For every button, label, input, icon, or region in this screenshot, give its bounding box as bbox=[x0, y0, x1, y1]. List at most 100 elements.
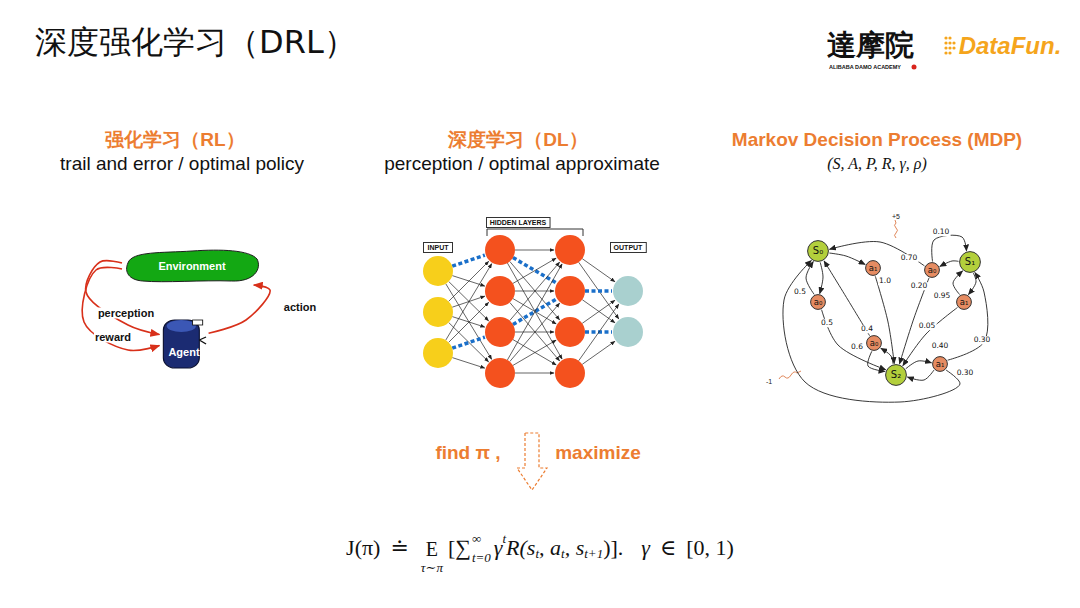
probability-label: 0.95 bbox=[933, 292, 952, 300]
formula-part: t bbox=[535, 546, 539, 562]
node-label: Agent bbox=[168, 347, 199, 358]
reward-squiggle bbox=[895, 220, 898, 238]
transition-arrow bbox=[906, 361, 932, 369]
transition-arrow bbox=[903, 307, 958, 365]
layer-tag: OUTPUT bbox=[610, 242, 647, 253]
node-label: a₀ bbox=[870, 339, 879, 348]
formula-part: τ∼π bbox=[421, 561, 443, 574]
probability-label: 0.30 bbox=[973, 336, 992, 344]
transition-arrow bbox=[829, 253, 865, 265]
probability-label: 0.30 bbox=[956, 369, 975, 377]
action-circle bbox=[867, 336, 882, 351]
formula-part: ∈ bbox=[660, 535, 676, 561]
network-link bbox=[446, 284, 492, 360]
network-link bbox=[452, 358, 484, 368]
neural-network bbox=[423, 235, 643, 388]
neuron bbox=[423, 338, 453, 368]
node-label: Environment bbox=[158, 261, 225, 272]
action-circle bbox=[933, 357, 948, 372]
weighted-link bbox=[452, 255, 485, 266]
logo-seal bbox=[912, 65, 917, 70]
action-circle bbox=[957, 295, 972, 310]
action-circle: a₁ bbox=[865, 260, 881, 276]
network-link bbox=[513, 258, 556, 283]
probability-label: 0.05 bbox=[918, 322, 937, 330]
logo-text: DataFun. bbox=[959, 33, 1062, 59]
network-link bbox=[449, 323, 489, 362]
neuron bbox=[555, 358, 585, 388]
network-link bbox=[582, 300, 615, 323]
network-link bbox=[582, 300, 615, 323]
network-link bbox=[582, 259, 615, 282]
dashed-down-arrow bbox=[517, 433, 547, 490]
column-subtitle: perception / optimal approximate bbox=[384, 154, 660, 175]
action-circle: a₀ bbox=[866, 335, 882, 351]
logo-dots bbox=[944, 36, 955, 54]
transition-arrow bbox=[806, 262, 814, 295]
agent-figure-outline bbox=[160, 314, 207, 370]
probability-label: 0.4 bbox=[860, 325, 874, 333]
formula-part: )]. bbox=[603, 535, 623, 561]
formula-part: [0, 1) bbox=[686, 535, 734, 561]
node-label: S₁ bbox=[965, 257, 975, 267]
action-circle: a₁ bbox=[956, 294, 972, 310]
slide-title: 深度强化学习（DRL） bbox=[35, 25, 356, 60]
formula-part: γ bbox=[494, 535, 503, 561]
reward-value: -1 bbox=[766, 378, 772, 386]
network-link bbox=[452, 276, 484, 286]
node-label: S₀ bbox=[813, 246, 823, 256]
transition-arrow bbox=[968, 273, 976, 295]
tag-box bbox=[486, 217, 550, 227]
agent-claw bbox=[200, 337, 207, 344]
transition-arrow bbox=[953, 271, 963, 295]
action-circle bbox=[866, 261, 881, 276]
neuron bbox=[613, 317, 643, 347]
sum-limits: ∞t=0 bbox=[472, 532, 491, 564]
neuron bbox=[423, 256, 453, 286]
transition-arrow bbox=[940, 261, 959, 267]
column-subtitle: trail and error / optimal policy bbox=[60, 154, 304, 175]
network-link bbox=[449, 282, 489, 321]
reward-value: +5 bbox=[892, 213, 900, 221]
state-circle bbox=[808, 241, 829, 262]
probability-label: 0.5 bbox=[820, 319, 834, 327]
layer-bracket bbox=[487, 229, 583, 236]
probability-label: 0.5 bbox=[793, 288, 807, 296]
agent-head bbox=[167, 320, 196, 332]
formula-part: [∑ bbox=[448, 535, 471, 561]
action-circle: a₁ bbox=[932, 356, 948, 372]
environment-blob bbox=[127, 250, 259, 282]
action-circle bbox=[811, 295, 826, 310]
tuple-notation: (S, A, P, R, γ, ρ) bbox=[827, 155, 927, 173]
network-link bbox=[507, 264, 562, 360]
neuron bbox=[485, 358, 515, 388]
network-link bbox=[515, 373, 554, 374]
environment-blob: Environment bbox=[123, 248, 261, 284]
column-heading: 深度学习（DL） bbox=[448, 130, 587, 151]
node-label: a₁ bbox=[869, 264, 878, 273]
node-label: HIDDEN LAYERS bbox=[490, 219, 547, 226]
formula-part: t bbox=[502, 531, 506, 547]
probability-label: 1.0 bbox=[878, 277, 892, 285]
formula-part: , a bbox=[539, 535, 561, 561]
transition-arrow bbox=[907, 370, 934, 380]
node-label: a₁ bbox=[936, 360, 945, 369]
state-circle bbox=[960, 252, 981, 273]
formula-part: t+1 bbox=[584, 546, 603, 562]
neuron bbox=[485, 235, 515, 265]
state-circle: S₀ bbox=[807, 240, 829, 262]
formula-part: R(s bbox=[506, 535, 535, 561]
signal-label: perception bbox=[97, 308, 155, 319]
expectation-group: Eτ∼π bbox=[421, 539, 443, 574]
transition-arrow bbox=[820, 262, 823, 293]
layer-tag: HIDDEN LAYERS bbox=[486, 217, 551, 228]
column-heading: Markov Decision Process (MDP) bbox=[732, 130, 1022, 151]
transition-arrow bbox=[783, 260, 960, 402]
network-link bbox=[513, 299, 556, 324]
network-link bbox=[507, 263, 562, 359]
signal-label: action bbox=[283, 302, 317, 313]
weighted-link bbox=[585, 289, 612, 293]
